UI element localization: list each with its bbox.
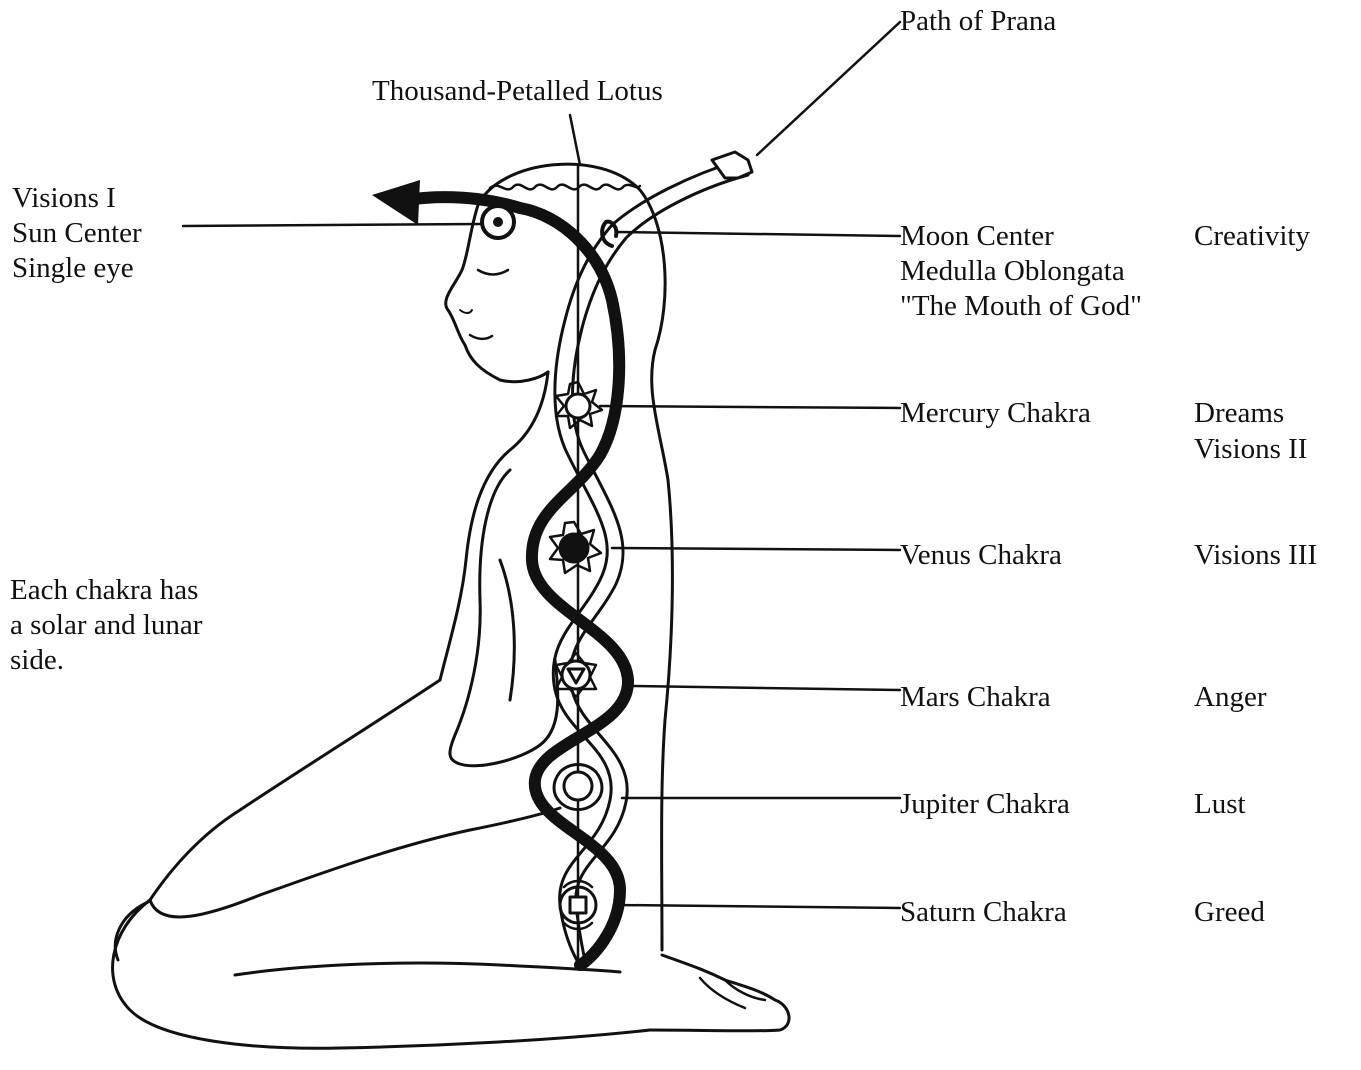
- arm-inner: [500, 560, 514, 700]
- sun-center-label-2: Sun Center: [12, 216, 142, 251]
- mercury-chakra-name: Mercury Chakra: [900, 396, 1091, 431]
- note-line-3: side.: [10, 643, 64, 678]
- solar-channel: [520, 208, 628, 965]
- neck-front: [440, 372, 548, 680]
- figure-outline: [113, 164, 790, 1048]
- moon-center-quality: Creativity: [1194, 219, 1310, 254]
- prana-arrowhead: [712, 152, 752, 178]
- saturn-quality: Greed: [1194, 895, 1265, 930]
- mercury-pointer: [600, 406, 900, 408]
- mars-quality: Anger: [1194, 680, 1266, 715]
- sun-center-label-3: Single eye: [12, 251, 134, 286]
- saturn-chakra-name: Saturn Chakra: [900, 895, 1067, 930]
- mouth: [470, 335, 492, 339]
- mercury-quality-1: Dreams: [1194, 396, 1284, 431]
- foot: [650, 955, 789, 1031]
- jupiter-chakra-name: Jupiter Chakra: [900, 787, 1070, 822]
- moon-center-name: Moon Center: [900, 219, 1054, 254]
- venus-chakra-symbol: [550, 522, 601, 573]
- jupiter-quality: Lust: [1194, 787, 1246, 822]
- venus-pointer: [612, 548, 900, 550]
- knee: [115, 902, 148, 960]
- sun-center-pointer: [183, 224, 482, 226]
- saturn-chakra-symbol: [560, 881, 596, 929]
- nostril: [460, 310, 472, 313]
- note-line-2: a solar and lunar: [10, 608, 202, 643]
- calf-line: [235, 963, 620, 975]
- thigh: [150, 808, 560, 917]
- lotus-pointer: [570, 115, 580, 165]
- moon-center-label-2: Medulla Oblongata: [900, 254, 1125, 289]
- venus-quality: Visions III: [1194, 538, 1317, 573]
- mars-chakra-name: Mars Chakra: [900, 680, 1051, 715]
- mars-chakra-symbol: [556, 653, 596, 697]
- moon-center-label-3: "The Mouth of God": [900, 289, 1142, 324]
- mercury-quality-2: Visions II: [1194, 432, 1307, 467]
- path-of-prana-label: Path of Prana: [900, 4, 1056, 39]
- solar-arrowhead[interactable]: [372, 180, 420, 225]
- sun-center-marker: [482, 206, 514, 238]
- sun-center-label-1: Visions I: [12, 181, 116, 216]
- lap-top: [150, 680, 440, 900]
- note-line-1: Each chakra has: [10, 573, 198, 608]
- mars-pointer: [632, 686, 900, 690]
- hairline: [490, 185, 640, 190]
- saturn-pointer: [618, 905, 900, 908]
- thousand-petalled-lotus-label: Thousand-Petalled Lotus: [372, 74, 663, 109]
- venus-chakra-name: Venus Chakra: [900, 538, 1062, 573]
- closed-eye: [478, 270, 508, 275]
- prana-pointer-line: [757, 22, 900, 155]
